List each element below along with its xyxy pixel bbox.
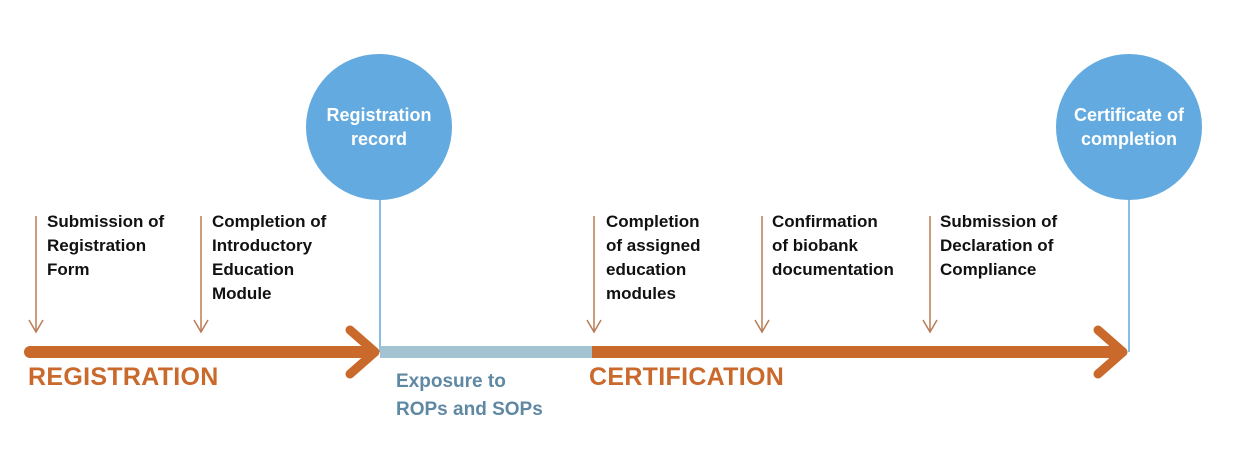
step-label-biobank-documentation: Confirmation of biobank documentation bbox=[772, 212, 894, 279]
certification-arrowhead bbox=[1093, 325, 1128, 379]
step-arrow-5 bbox=[922, 216, 938, 334]
registration-arrowhead bbox=[345, 325, 380, 379]
step-label-registration-form: Submission of Registration Form bbox=[47, 212, 165, 279]
registration-record-label: Registration record bbox=[326, 105, 432, 149]
certification-phase-label: CERTIFICATION bbox=[589, 363, 785, 391]
step-arrow-4 bbox=[754, 216, 770, 334]
step-label-declaration-of-compliance: Submission of Declaration of Compliance bbox=[940, 212, 1058, 279]
step-label-education-modules: Completion of assigned education modules bbox=[606, 212, 701, 303]
certificate-of-completion-label: Certificate of completion bbox=[1073, 105, 1185, 149]
step-arrow-1 bbox=[28, 216, 44, 334]
registration-phase-label: REGISTRATION bbox=[28, 363, 219, 391]
registration-record-circle: Registration record bbox=[306, 54, 452, 200]
step-arrow-2 bbox=[193, 216, 209, 334]
step-label-introductory-module: Completion of Introductory Education Mod… bbox=[212, 212, 327, 303]
certificate-of-completion-circle: Certificate of completion bbox=[1056, 54, 1202, 200]
step-arrow-3 bbox=[586, 216, 602, 334]
exposure-label: Exposure to ROPs and SOPs bbox=[396, 371, 543, 420]
